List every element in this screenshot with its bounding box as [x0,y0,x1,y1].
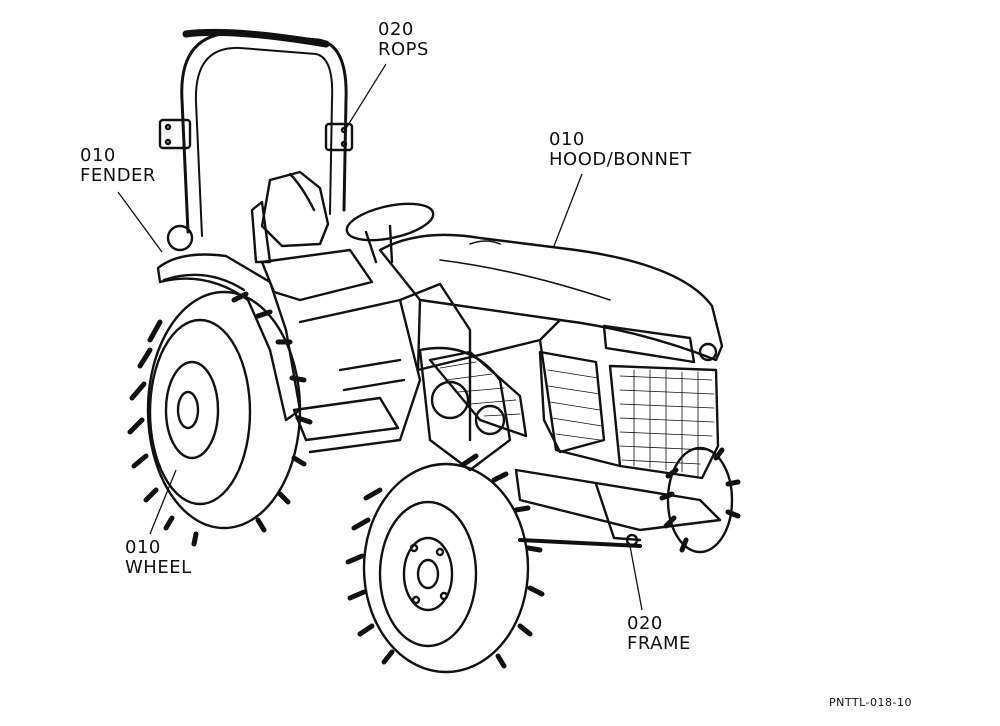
callout-rops: 020 ROPS [378,20,429,60]
callout-frame-name: FRAME [627,633,691,654]
callout-hood-number: 010 [549,129,585,150]
hood-bonnet [378,233,724,468]
callout-fender: 010 FENDER [80,146,156,186]
callout-frame: 020 FRAME [627,614,691,654]
front-grille [428,350,720,480]
chassis-center [292,282,512,472]
frame [514,468,722,548]
callout-wheel-name: WHEEL [125,557,192,578]
callout-hood-bonnet: 010 HOOD/BONNET [549,130,692,170]
figure-reference-code: PNTTL-018-10 [829,696,912,709]
callout-wheel-number: 010 [125,537,161,558]
steering-wheel [345,202,435,264]
rear-wheel [127,290,313,547]
rops-roll-bar [158,28,354,237]
leader-line-rops [344,63,387,131]
callout-frame-number: 020 [627,613,663,634]
callout-wheel: 010 WHEEL [125,538,192,578]
front-right-wheel [659,446,741,554]
leader-line-hood [553,173,583,247]
leader-line-wheel [149,469,177,535]
callout-fender-name: FENDER [80,165,156,186]
callout-fender-number: 010 [80,145,116,166]
leader-line-frame [629,545,643,611]
callout-rops-number: 020 [378,19,414,40]
front-left-wheel [345,453,545,674]
rear-fender [156,224,302,422]
callout-hood-name: HOOD/BONNET [549,149,692,170]
callout-rops-name: ROPS [378,39,429,60]
leader-line-fender [117,191,163,253]
